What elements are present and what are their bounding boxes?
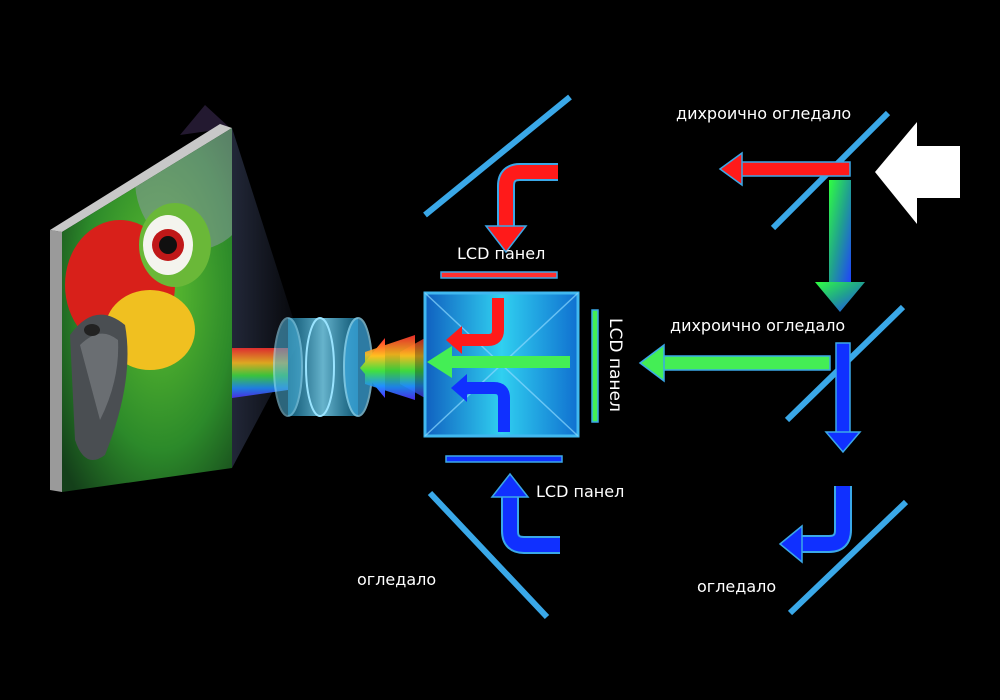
red-light-arrow-down (484, 163, 558, 254)
blue-light-arrow-up (490, 472, 560, 554)
projection-lens (273, 317, 373, 417)
green-blue-light-arrow (815, 180, 865, 312)
parrot-image (62, 128, 232, 492)
lcd-panel-green (591, 309, 599, 423)
lcd-panel-red (440, 271, 558, 279)
projection-cone (232, 128, 300, 468)
label-mirror-left: огледало (357, 570, 437, 589)
red-light-arrow-top (718, 151, 851, 187)
lcd-panel-blue (445, 455, 563, 463)
label-lcd-panel-top: LCD панел (457, 244, 546, 263)
label-lcd-panel-bottom: LCD панел (536, 482, 625, 501)
label-dichroic-mirror-mid: дихроично огледало (670, 316, 846, 335)
blue-light-arrow-left (778, 486, 852, 564)
mirror-top-left (423, 94, 572, 218)
blue-light-arrow-down (824, 342, 862, 454)
projection-screen (50, 124, 232, 492)
x-cube-prism (423, 291, 580, 438)
label-dichroic-mirror-top: дихроично огледало (676, 104, 852, 123)
mirror-bottom-right (787, 499, 909, 616)
label-mirror-right: огледало (697, 577, 777, 596)
combined-light-arrow (360, 335, 425, 400)
green-light-arrow (638, 343, 831, 383)
white-light-arrow (875, 122, 960, 224)
mirror-bottom-left (427, 490, 550, 620)
label-lcd-panel-right: LCD панел (605, 318, 625, 412)
